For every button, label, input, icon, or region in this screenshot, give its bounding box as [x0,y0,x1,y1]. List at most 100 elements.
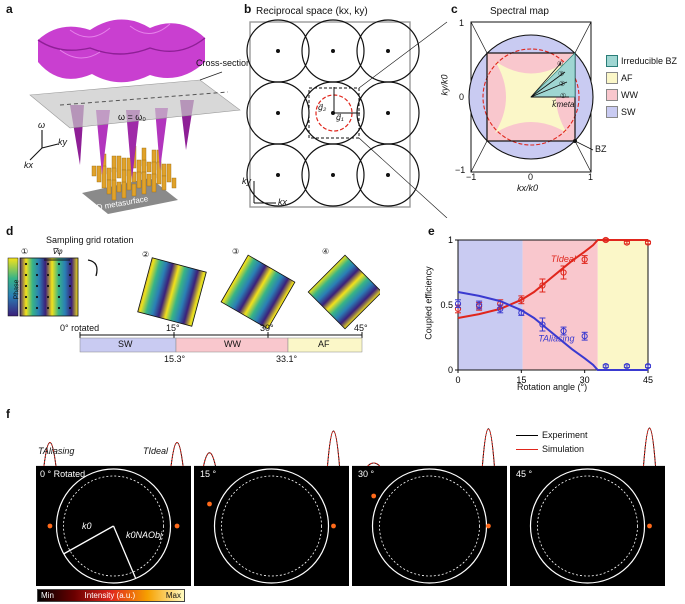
k0-circle [213,468,330,584]
region-sw [458,240,523,370]
sampling-dot [35,295,39,299]
d-region-ww-label: WW [224,339,241,349]
axis-omega-label: ω [38,120,46,130]
reciprocal-circle [356,143,420,207]
na-circle [379,475,480,577]
axis-kx-label: kx [24,160,33,170]
c-circled-3: ③ [558,71,565,78]
axis-ky-label: ky [58,137,67,147]
panel-letter-c: c [451,2,458,16]
lattice-dot [386,173,390,177]
f-frame-label-3: 45 ° [516,469,533,479]
panel-a-illustration [29,19,241,214]
metasurface-pillar [116,181,122,193]
y-tick-label: 1 [448,235,453,245]
metasurface-pillar [171,177,177,189]
panel-letter-e: e [428,224,435,238]
spectral-map [468,21,594,173]
grid-30-deg [220,254,296,330]
series-line-TIdeal [457,239,648,319]
colorbar-label: Intensity (a.u.) [84,591,136,600]
k0na-arrow [112,525,137,579]
legend-swatch [606,105,618,118]
simulation-peak [43,442,57,467]
data-point [623,239,630,246]
metasurface-pillar [161,175,167,191]
d-tick-0: 0° rotated [60,323,100,333]
data-point [476,301,483,309]
t-aliasing-label: TAliasing [538,333,574,343]
metasurface-pillar [136,171,142,189]
lattice-dot [331,49,335,53]
na-circle [537,475,638,577]
data-point [623,363,630,370]
omega-equals-label: ω = ω₀ [118,112,147,122]
x-tick-label: 15 [516,375,526,385]
g1-label: g⃗₁ [336,113,344,122]
d-tick-45: 45° [354,323,368,333]
e-xlabel: Rotation angle (°) [517,382,588,392]
reciprocal-circles [246,19,420,207]
simulation-peak [367,462,381,467]
sampling-dot [57,262,61,266]
panel-a-axes [29,130,59,161]
sampling-dot [68,284,72,288]
c-tick-y-0: 0 [459,92,465,102]
reciprocal-circle [301,143,365,207]
intensity-maps [36,427,665,586]
intensity-spot [486,523,491,529]
grid-45-deg [307,254,380,330]
lattice-dot [276,111,280,115]
intensity-spot [207,501,212,507]
data-point [518,309,525,316]
metasurface-pillar [146,173,152,187]
grid-15-deg [137,257,207,327]
legend-label: AF [621,72,633,83]
legend-ww: WW [606,86,684,103]
metasurface-pillar [116,155,122,179]
panel-letter-b: b [244,2,252,16]
legend-line [516,448,538,450]
sampling-dot [24,306,28,310]
d-boundary-33-1: 33.1° [276,354,298,364]
lattice-dot [276,173,280,177]
c-xlabel: kx/k0 [517,183,539,193]
metasurface-pillar [156,161,162,185]
metasurface-pillar [106,167,112,181]
data-point [602,363,609,370]
k0-arrow [63,525,114,555]
intensity-colorbar: Min Intensity (a.u.) Max [37,589,185,602]
x-tick-label: 30 [580,375,590,385]
data-point [539,321,546,328]
lattice-dot [331,173,335,177]
c-tick-x-1: 1 [588,172,594,182]
g2-label: g⃗₂ [318,103,327,112]
metasurface-pillar [131,183,137,197]
reciprocal-frame [249,21,411,208]
d-tick-30: 30° [260,323,274,333]
na-circle [221,475,322,577]
lattice-dot [276,49,280,53]
metasurface-pillar [106,179,112,195]
y-tick-label: 0 [448,365,453,375]
experiment-peak [367,462,381,467]
simulation-peak [481,428,495,467]
y-tick-label: 0.5 [440,300,453,310]
metasurface-pillar [121,157,127,171]
simulation-peak [327,430,340,467]
sampling-dot [57,284,61,288]
d-region-af-label: AF [318,339,330,349]
metasurface-pillar [121,181,127,199]
data-point [454,300,462,307]
sampling-dot [46,262,50,266]
legend-label: Experiment [542,430,588,440]
panel-letter-d: d [6,224,14,238]
f-frame-label-0: 0 ° Rotated [40,469,86,479]
sampling-dot [57,273,61,277]
f-t-ideal: TIdeal [143,446,169,456]
data-point [644,239,652,246]
kmeta-label: k⃗meta [552,100,575,109]
x-tick-label: 45 [643,375,653,385]
data-point [644,363,652,370]
sampling-dot [24,273,28,277]
